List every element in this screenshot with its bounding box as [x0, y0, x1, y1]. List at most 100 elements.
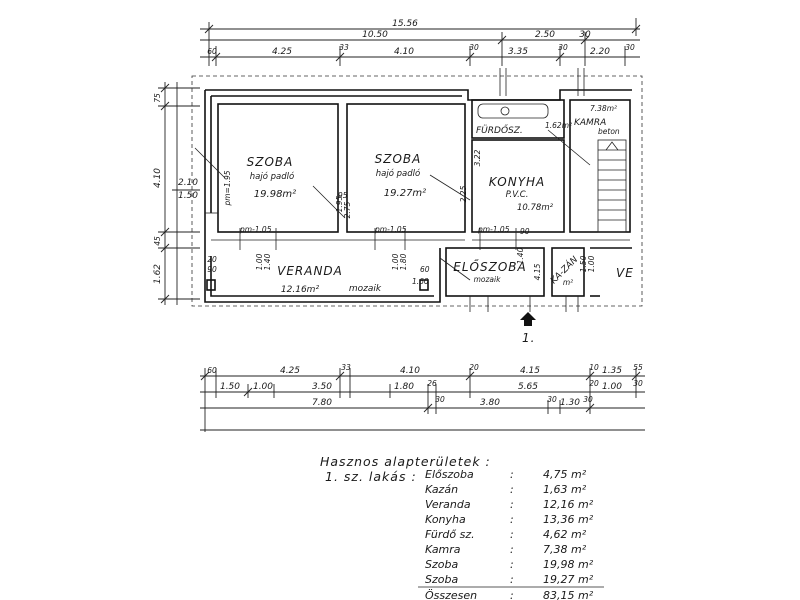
bathtub-icon: [477, 103, 549, 119]
areas-row-value: 12,16 m²: [543, 498, 594, 511]
areas-row-name: Fürdő sz.: [425, 528, 475, 541]
dim-inner: pm-1.05: [239, 225, 272, 234]
entrance-label: 1.: [522, 331, 535, 345]
dim-left: 90: [207, 265, 217, 274]
areas-subtitle: 1. sz. lakás :: [325, 469, 417, 484]
areas-title: Hasznos alapterületek :: [320, 454, 491, 469]
inner-dimension-labels: pm-1.05 pm-1.05 pm-1.05 pm=1.95 3.22 2.2…: [223, 149, 596, 286]
dim-inner: 1.60: [412, 277, 429, 286]
areas-table: Hasznos alapterületek : 1. sz. lakás : E…: [320, 454, 604, 600]
top-dimension-labels: 15.56 10.50 2.50 30 60 4.25 33 4.10 30 3…: [207, 19, 635, 57]
areas-row-name: Kamra: [425, 543, 461, 556]
dim-left: 20: [207, 255, 217, 264]
areas-row-name: Kazán: [425, 483, 458, 496]
areas-row-name: Konyha: [425, 513, 466, 526]
staircase-icon: [597, 139, 627, 233]
areas-row-colon: :: [510, 528, 514, 541]
areas-row-colon: :: [510, 483, 514, 496]
dim-inner: 2.75: [343, 201, 352, 218]
areas-row-colon: :: [510, 543, 514, 556]
dim-bottom-row1: 20: [469, 363, 479, 372]
areas-row-value: 4,75 m²: [543, 468, 587, 481]
dim-total-width: 15.56: [392, 19, 418, 29]
entrance-arrow-icon: [520, 312, 536, 326]
room-kamra-name: KAMRA: [574, 118, 606, 128]
bottom-dimension-labels: 60 4.25 33 4.10 20 4.15 10 1.35 55 1.50 …: [207, 363, 643, 408]
dim-inner: 1.95: [335, 195, 344, 212]
areas-row-value: 13,36 m²: [543, 513, 594, 526]
dim-top-row2: 30: [579, 30, 591, 40]
dim-inner: pm-1.05: [477, 225, 510, 234]
dim-bottom-row2: 5.65: [518, 382, 538, 392]
room-konyha-name: KONYHA: [489, 175, 546, 189]
areas-row-value: 1,63 m²: [543, 483, 587, 496]
dim-bottom-row1: 4.25: [280, 366, 300, 376]
dim-inner: 90: [520, 227, 530, 236]
dim-left: 75: [153, 93, 162, 103]
dim-bottom-row2: 1.00: [602, 382, 622, 392]
dim-bottom-row3: 30: [435, 395, 445, 404]
room-ve-fragment: VE: [616, 266, 634, 280]
dim-left: 45: [153, 236, 162, 246]
dim-inner: 1.00: [391, 253, 400, 270]
areas-row-name: Előszoba: [425, 468, 474, 481]
dim-inner: pm=1.95: [223, 170, 232, 206]
dim-top-row3: 30: [558, 43, 568, 52]
room-szoba1-floor: hajó padló: [250, 171, 294, 182]
dim-top-row2: 10.50: [362, 30, 388, 40]
dim-top-row3: 60: [207, 47, 217, 56]
room-szoba1-name: SZOBA: [247, 155, 294, 169]
areas-row-value: 19,27 m²: [543, 573, 594, 586]
dim-bottom-row1: 55: [633, 363, 643, 372]
dim-left: 1.62: [153, 264, 163, 284]
areas-total-name: Összesen: [425, 589, 477, 600]
dim-inner: 1.00: [587, 255, 596, 272]
dim-bottom-row2: 20: [589, 379, 599, 388]
dim-inner: 60: [420, 265, 430, 274]
dim-bottom-row1: 10: [589, 363, 599, 372]
dim-top-row3: 30: [469, 43, 479, 52]
room-furdo-area: 1.62m²: [545, 121, 572, 130]
dim-bottom-row2: 26: [427, 379, 437, 388]
dim-inner: 1.40: [263, 253, 272, 270]
dim-bottom-row2: 1.00: [253, 382, 273, 392]
dim-bottom-row3: 30: [583, 395, 593, 404]
dim-top-row2: 2.50: [535, 30, 555, 40]
areas-row-value: 7,38 m²: [543, 543, 587, 556]
room-kamra-floor: beton: [598, 127, 620, 136]
dim-bottom-row1: 1.35: [602, 366, 622, 376]
dim-bottom-row3: 30: [547, 395, 557, 404]
dim-inner: 1.80: [399, 253, 408, 270]
areas-row-colon: :: [510, 498, 514, 511]
areas-row-colon: :: [510, 573, 514, 586]
areas-row-name: Szoba: [425, 573, 458, 586]
areas-row-colon: :: [510, 558, 514, 571]
dim-bottom-row3: 1.30: [560, 398, 580, 408]
dim-inner: 95: [338, 191, 348, 200]
pillar: [206, 279, 216, 291]
room-veranda-floor: mozaik: [349, 284, 382, 294]
dim-left: 4.10: [153, 168, 163, 188]
room-szoba1-area: 19.98m²: [254, 189, 296, 200]
areas-total-value: 83,15 m²: [543, 589, 594, 600]
room-veranda-area: 12.16m²: [281, 285, 320, 295]
dim-top-row3: 30: [625, 43, 635, 52]
areas-row-name: Szoba: [425, 558, 458, 571]
room-kazan-area: m²: [563, 278, 573, 287]
room-szoba2-area: 19.27m²: [384, 188, 426, 199]
room-labels: SZOBA hajó padló 19.98m² SZOBA hajó padl…: [247, 104, 634, 295]
dim-top-row3: 4.10: [394, 47, 414, 57]
areas-row-colon: :: [510, 513, 514, 526]
bottom-dimension-lines: [200, 368, 645, 432]
room-kamra-area: 7.38m²: [590, 104, 617, 113]
dim-inner: 1.50: [579, 255, 588, 272]
dim-inner: 3.22: [473, 149, 482, 166]
room-szoba2-floor: hajó padló: [376, 168, 420, 179]
dim-bottom-row3: 7.80: [312, 398, 332, 408]
room-veranda-name: VERANDA: [277, 264, 343, 278]
room-furdo-name: FÜRDŐSZ.: [476, 125, 523, 136]
dim-bottom-row2: 1.50: [220, 382, 240, 392]
dim-inner: 1.00: [255, 253, 264, 270]
areas-row-value: 4,62 m²: [543, 528, 587, 541]
